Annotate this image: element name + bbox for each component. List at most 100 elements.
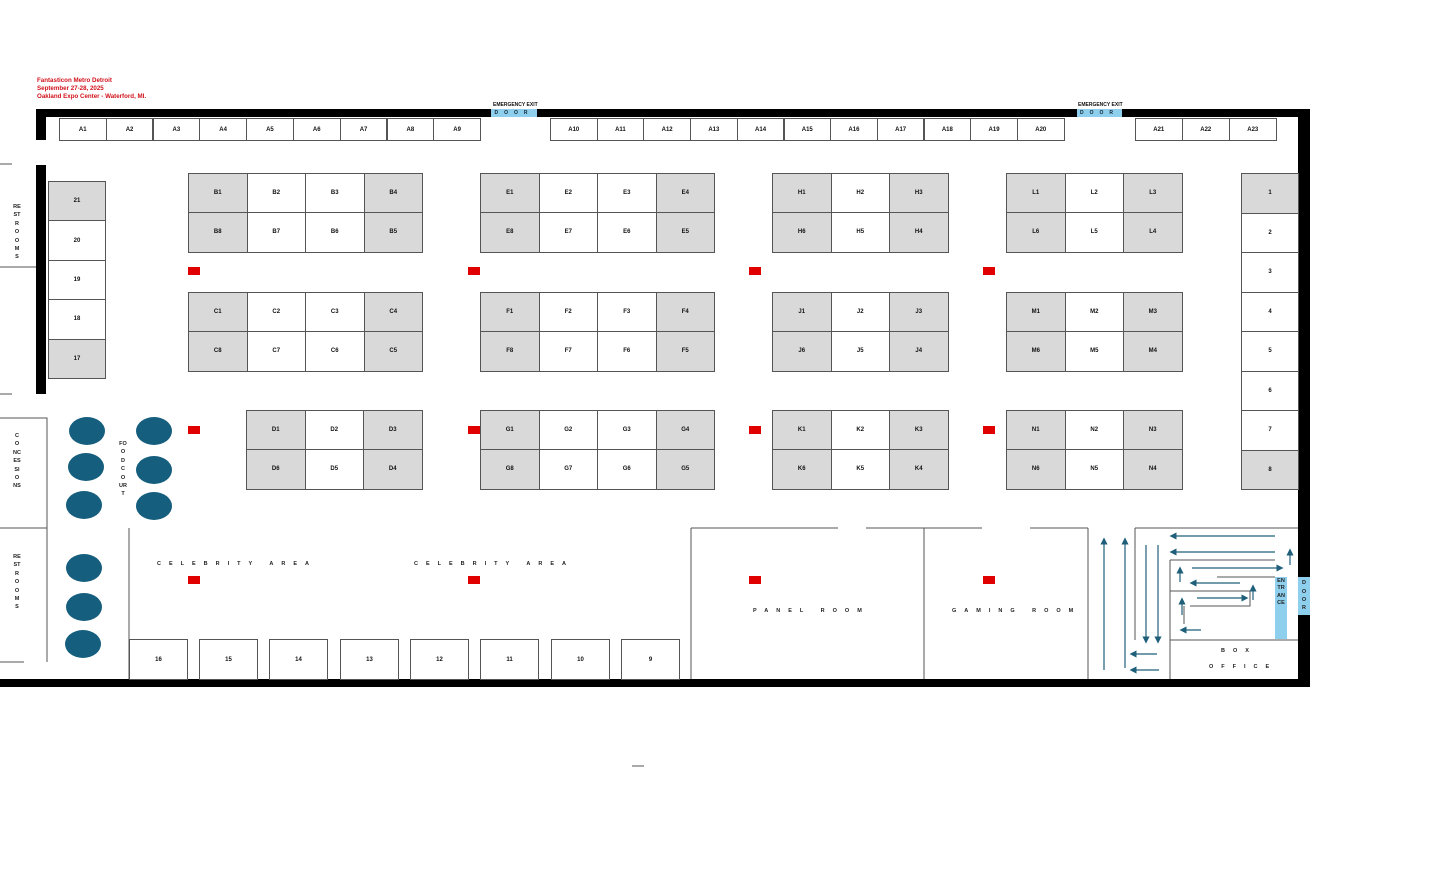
booth-c[interactable]: C7	[246, 331, 306, 372]
booth-a[interactable]: A7	[339, 118, 388, 141]
booth-right-column[interactable]: 5	[1241, 331, 1299, 372]
booth-l[interactable]: L4	[1123, 212, 1183, 253]
booth-e[interactable]: E6	[597, 212, 657, 253]
booth-g[interactable]: G5	[655, 449, 715, 490]
booth-right-column[interactable]: 4	[1241, 291, 1299, 332]
booth-j[interactable]: J3	[889, 292, 949, 333]
booth-c[interactable]: C2	[246, 292, 306, 333]
booth-e[interactable]: E8	[480, 212, 540, 253]
booth-l[interactable]: L1	[1006, 173, 1066, 214]
booth-f[interactable]: F5	[655, 331, 715, 372]
booth-bottom-row[interactable]: 16	[129, 639, 188, 680]
booth-b[interactable]: B8	[188, 212, 248, 253]
booth-f[interactable]: F7	[538, 331, 598, 372]
booth-k[interactable]: K3	[889, 410, 949, 451]
booth-a[interactable]: A5	[246, 118, 294, 141]
booth-a[interactable]: A4	[199, 118, 247, 141]
booth-j[interactable]: J2	[830, 292, 890, 333]
booth-left-column[interactable]: 17	[48, 338, 106, 379]
booth-a[interactable]: A2	[105, 118, 154, 141]
booth-m[interactable]: M5	[1064, 331, 1124, 372]
booth-a[interactable]: A14	[736, 118, 785, 141]
booth-a[interactable]: A23	[1229, 118, 1277, 141]
booth-a[interactable]: A18	[923, 118, 972, 141]
emergency-exit-door[interactable]: DOOR	[1077, 109, 1122, 117]
booth-f[interactable]: F8	[480, 331, 540, 372]
booth-a[interactable]: A17	[876, 118, 925, 141]
booth-a[interactable]: A22	[1182, 118, 1230, 141]
booth-b[interactable]: B6	[305, 212, 365, 253]
booth-right-column[interactable]: 3	[1241, 252, 1299, 293]
booth-g[interactable]: G2	[538, 410, 598, 451]
booth-right-column[interactable]: 6	[1241, 370, 1299, 411]
entrance-door[interactable]: DOOR	[1298, 577, 1310, 615]
booth-n[interactable]: N2	[1064, 410, 1124, 451]
booth-f[interactable]: F6	[597, 331, 657, 372]
booth-a[interactable]: A12	[643, 118, 691, 141]
booth-k[interactable]: K5	[830, 449, 890, 490]
booth-bottom-row[interactable]: 12	[410, 639, 469, 680]
booth-d[interactable]: D5	[304, 449, 364, 490]
booth-right-column[interactable]: 2	[1241, 212, 1299, 253]
booth-a[interactable]: A6	[293, 118, 341, 141]
booth-k[interactable]: K4	[889, 449, 949, 490]
booth-a[interactable]: A19	[970, 118, 1018, 141]
emergency-exit-door[interactable]: DOOR	[491, 109, 537, 117]
booth-d[interactable]: D6	[246, 449, 306, 490]
booth-m[interactable]: M2	[1064, 292, 1124, 333]
booth-n[interactable]: N6	[1006, 449, 1066, 490]
booth-c[interactable]: C4	[363, 292, 423, 333]
booth-n[interactable]: N1	[1006, 410, 1066, 451]
booth-a[interactable]: A21	[1135, 118, 1183, 141]
booth-c[interactable]: C3	[305, 292, 365, 333]
booth-c[interactable]: C5	[363, 331, 423, 372]
booth-e[interactable]: E5	[655, 212, 715, 253]
booth-b[interactable]: B7	[246, 212, 306, 253]
booth-g[interactable]: G3	[597, 410, 657, 451]
booth-c[interactable]: C1	[188, 292, 248, 333]
booth-d[interactable]: D1	[246, 410, 306, 451]
booth-d[interactable]: D4	[363, 449, 423, 490]
booth-j[interactable]: J1	[772, 292, 832, 333]
booth-a[interactable]: A9	[433, 118, 481, 141]
booth-bottom-row[interactable]: 9	[621, 639, 680, 680]
booth-bottom-row[interactable]: 14	[269, 639, 328, 680]
booth-h[interactable]: H2	[830, 173, 890, 214]
booth-g[interactable]: G1	[480, 410, 540, 451]
booth-e[interactable]: E2	[538, 173, 598, 214]
booth-m[interactable]: M4	[1123, 331, 1183, 372]
booth-j[interactable]: J6	[772, 331, 832, 372]
booth-h[interactable]: H6	[772, 212, 832, 253]
booth-e[interactable]: E1	[480, 173, 540, 214]
booth-j[interactable]: J4	[889, 331, 949, 372]
booth-g[interactable]: G6	[597, 449, 657, 490]
booth-k[interactable]: K6	[772, 449, 832, 490]
booth-e[interactable]: E7	[538, 212, 598, 253]
booth-f[interactable]: F3	[597, 292, 657, 333]
booth-l[interactable]: L5	[1064, 212, 1124, 253]
booth-h[interactable]: H3	[889, 173, 949, 214]
booth-right-column[interactable]: 7	[1241, 410, 1299, 451]
booth-g[interactable]: G7	[538, 449, 598, 490]
booth-b[interactable]: B3	[305, 173, 365, 214]
booth-bottom-row[interactable]: 15	[199, 639, 258, 680]
booth-j[interactable]: J5	[830, 331, 890, 372]
booth-b[interactable]: B2	[246, 173, 306, 214]
booth-g[interactable]: G4	[655, 410, 715, 451]
booth-l[interactable]: L3	[1123, 173, 1183, 214]
booth-left-column[interactable]: 19	[48, 259, 106, 301]
booth-a[interactable]: A8	[386, 118, 435, 141]
booth-left-column[interactable]: 20	[48, 220, 106, 261]
booth-m[interactable]: M1	[1006, 292, 1066, 333]
booth-g[interactable]: G8	[480, 449, 540, 490]
booth-m[interactable]: M6	[1006, 331, 1066, 372]
booth-right-column[interactable]: 8	[1241, 449, 1299, 490]
booth-b[interactable]: B5	[363, 212, 423, 253]
booth-e[interactable]: E3	[597, 173, 657, 214]
booth-a[interactable]: A10	[550, 118, 598, 141]
booth-h[interactable]: H5	[830, 212, 890, 253]
booth-c[interactable]: C8	[188, 331, 248, 372]
booth-a[interactable]: A1	[59, 118, 107, 141]
booth-a[interactable]: A13	[690, 118, 738, 141]
booth-n[interactable]: N3	[1123, 410, 1183, 451]
